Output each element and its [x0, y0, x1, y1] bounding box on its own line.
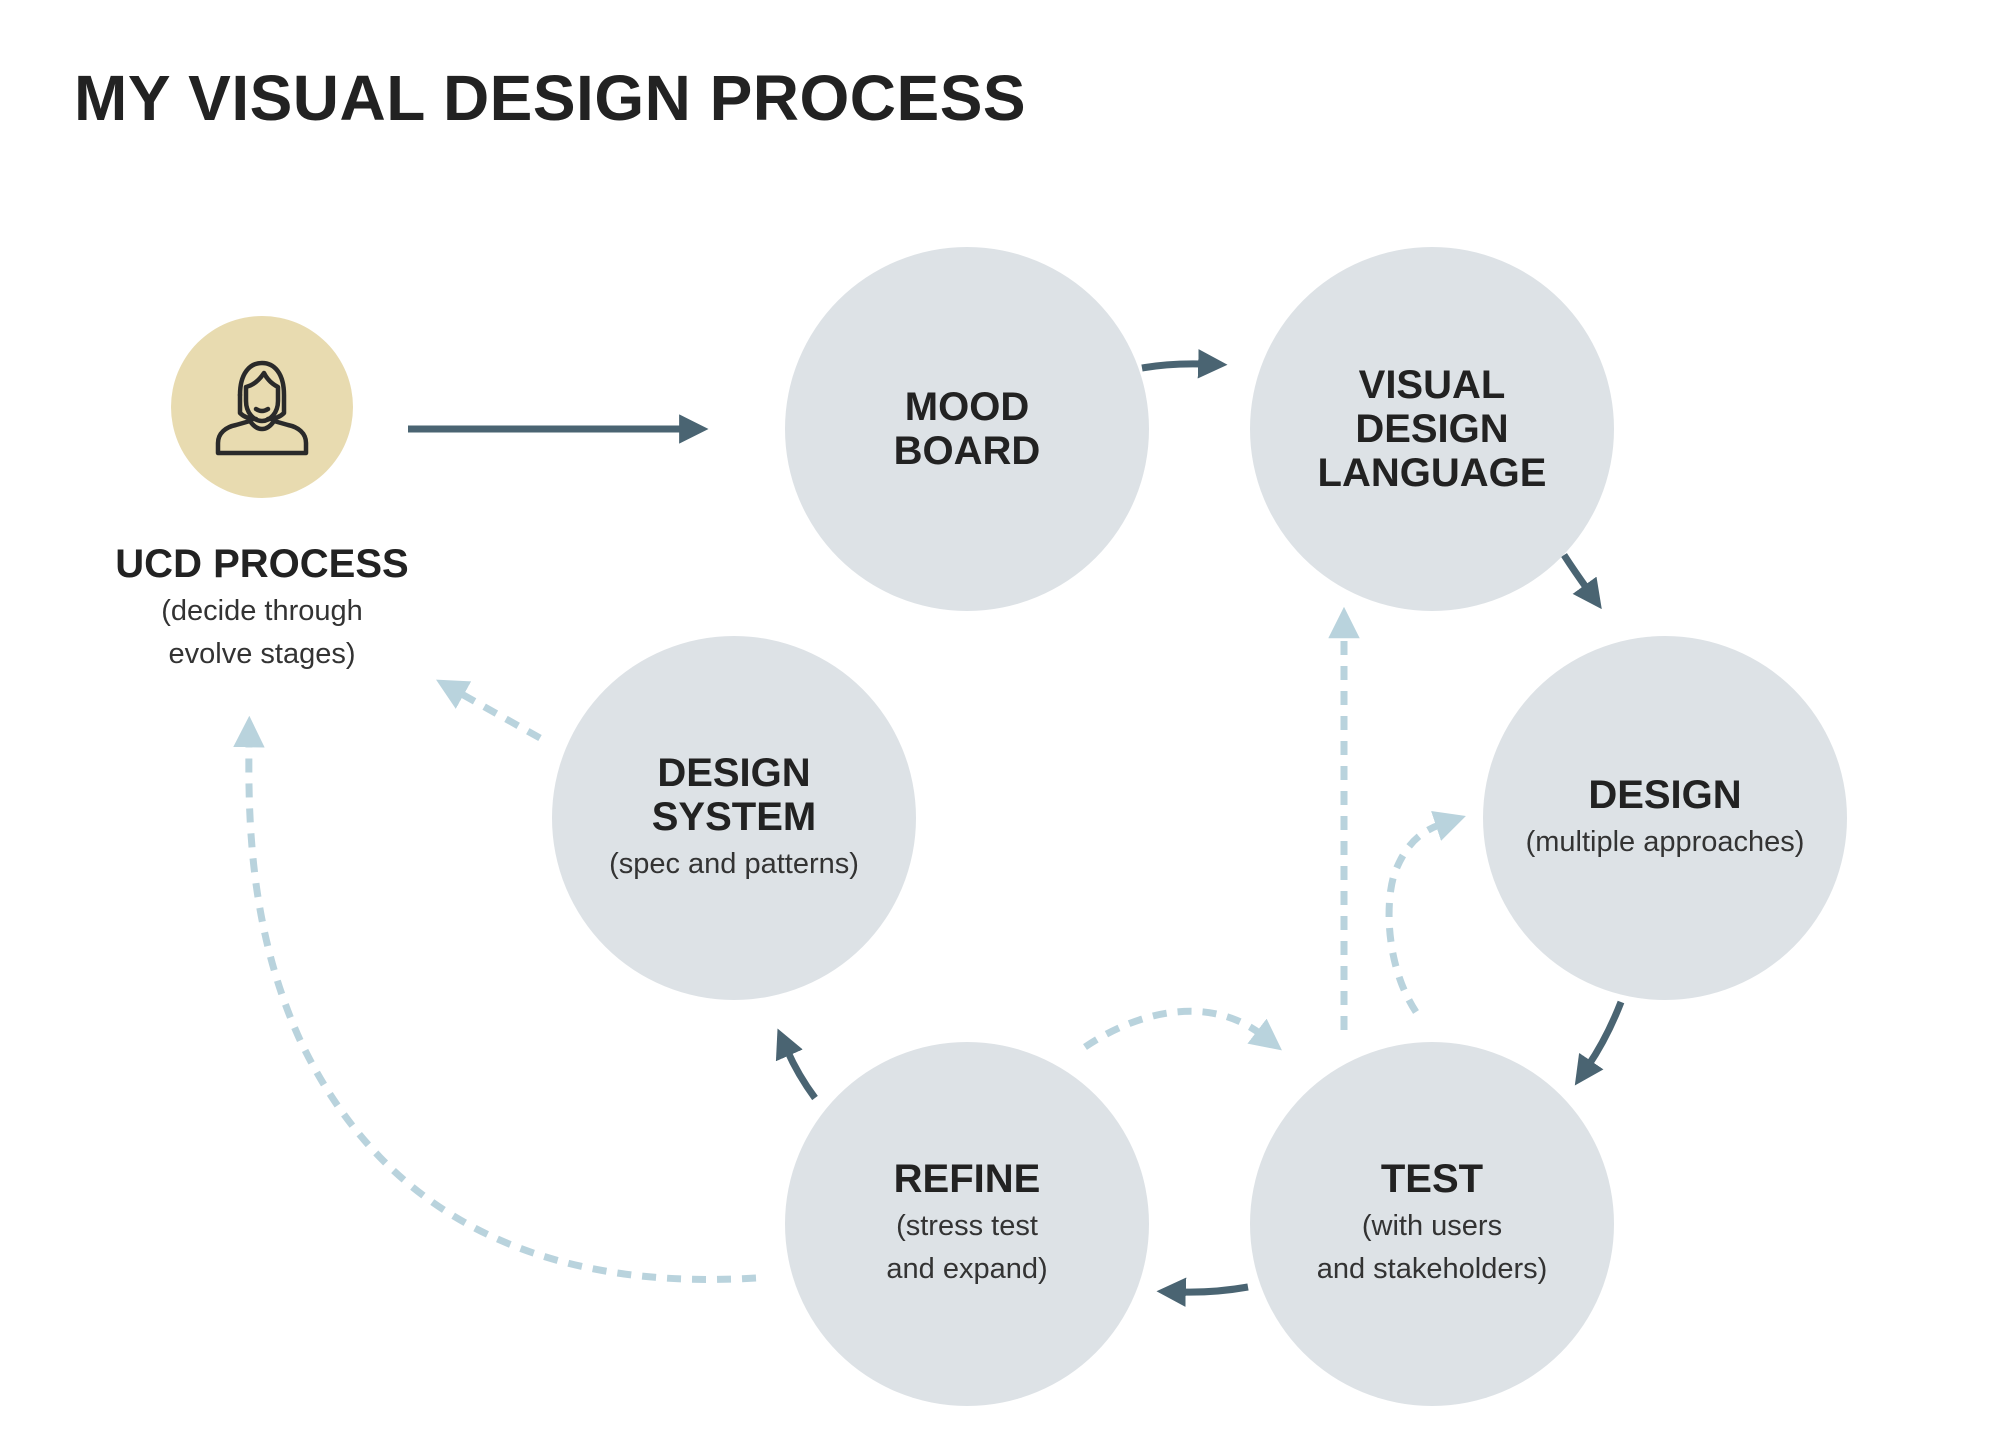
node-title: DESIGN SYSTEM [651, 750, 817, 839]
node-subtitle: (with users and stakeholders) [1316, 1210, 1548, 1285]
ucd-process-title: UCD PROCESS [115, 542, 409, 586]
ucd-process-subtitle: (decide through evolve stages) [161, 595, 363, 670]
node-title: DESIGN [1588, 772, 1742, 817]
arrow-design-to-test [1574, 1000, 1625, 1086]
node-title: MOOD BOARD [893, 385, 1041, 473]
node-refine: REFINE (stress test and expand) [785, 1042, 1149, 1406]
primary-arrows [408, 349, 1625, 1307]
node-subtitle: (multiple approaches) [1525, 825, 1805, 858]
page-title: MY VISUAL DESIGN PROCESS [74, 62, 1027, 134]
arrow-test-to-refine [1156, 1277, 1249, 1307]
node-test: TEST (with users and stakeholders) [1250, 1042, 1614, 1406]
person-icon [215, 360, 309, 456]
arrow-refine-to-test [1083, 1007, 1282, 1051]
node-visual-design-language: VISUAL DESIGN LANGUAGE [1250, 247, 1614, 611]
arrow-mood-board-to-visual-language [1141, 349, 1228, 379]
arrow-visual-language-to-design [1561, 553, 1602, 610]
ucd-process-label: UCD PROCESS (decide through evolve stage… [92, 540, 432, 676]
arrow-refine-to-design-system [775, 1028, 818, 1101]
node-subtitle: (spec and patterns) [609, 847, 859, 880]
node-design-system: DESIGN SYSTEM (spec and patterns) [552, 636, 916, 1000]
node-title: TEST [1380, 1157, 1484, 1201]
node-title: REFINE [893, 1157, 1041, 1201]
arrow-design-system-to-ucd [436, 679, 542, 742]
node-mood-board: MOOD BOARD [785, 247, 1149, 611]
arrow-refine-to-ucd [233, 715, 757, 1283]
feedback-arrows [233, 606, 1466, 1283]
node-title: VISUAL DESIGN LANGUAGE [1317, 363, 1547, 495]
arrow-test-to-design [1385, 811, 1466, 1014]
avatar [171, 316, 353, 498]
node-subtitle: (stress test and expand) [886, 1210, 1048, 1285]
node-design: DESIGN (multiple approaches) [1483, 636, 1847, 1000]
